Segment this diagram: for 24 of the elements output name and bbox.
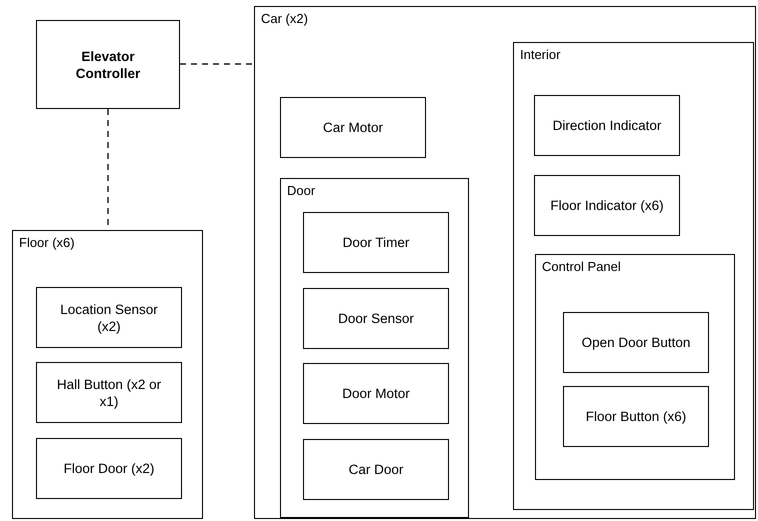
group-label: Control Panel (542, 259, 621, 275)
process-box: Car Door (303, 439, 449, 500)
process-box: Elevator Controller (36, 20, 180, 109)
process-box: Floor Door (x2) (36, 438, 182, 499)
group-box (535, 254, 735, 480)
process-box: Door Sensor (303, 288, 449, 349)
process-box: Location Sensor (x2) (36, 287, 182, 348)
group-label: Door (287, 183, 316, 199)
group-label: Floor (x6) (19, 235, 75, 251)
group-box (254, 6, 756, 519)
group-box (12, 230, 203, 519)
process-box: Car Motor (280, 97, 426, 158)
group-label: Car (x2) (261, 11, 308, 27)
process-box: Hall Button (x2 or x1) (36, 362, 182, 423)
process-box: Door Timer (303, 212, 449, 273)
group-box (280, 178, 469, 518)
group-box (513, 42, 754, 510)
process-box: Floor Button (x6) (563, 386, 709, 447)
group-label: Interior (520, 47, 560, 63)
process-box: Door Motor (303, 363, 449, 424)
process-box: Floor Indicator (x6) (534, 175, 680, 236)
process-box: Direction Indicator (534, 95, 680, 156)
dashed-connector (180, 63, 254, 65)
process-box: Open Door Button (563, 312, 709, 373)
